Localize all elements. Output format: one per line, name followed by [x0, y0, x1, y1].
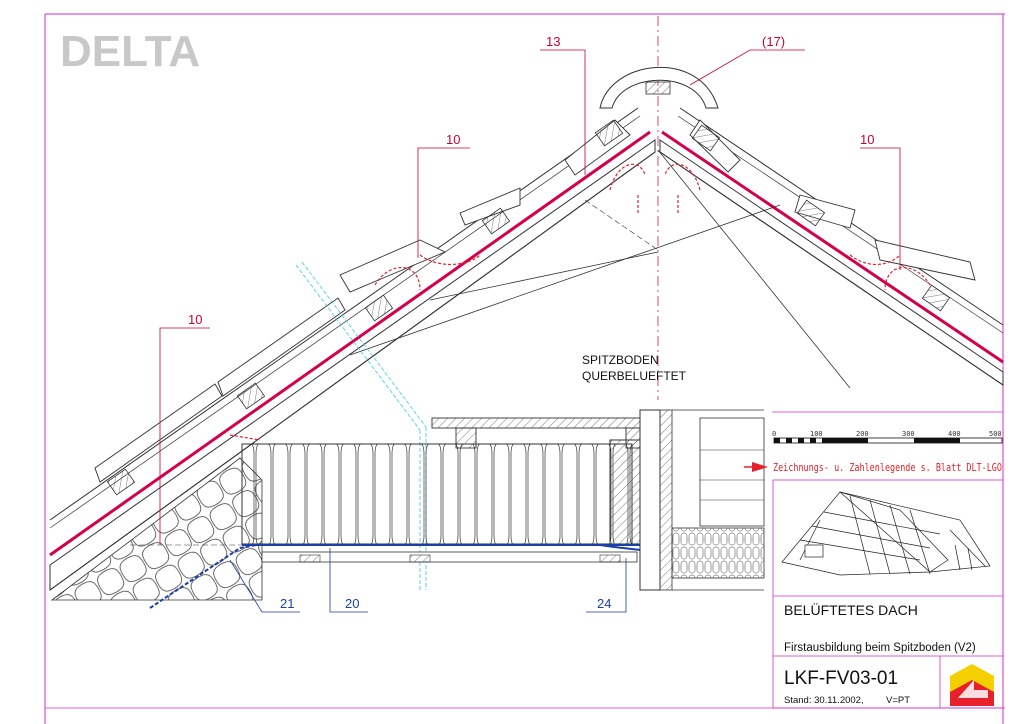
- callout-24: 24: [597, 596, 611, 611]
- callout-13: 13: [546, 34, 560, 49]
- attic-label-line2: QUERBELUEFTET: [582, 369, 687, 383]
- scale-tick-500: 500: [989, 430, 1002, 438]
- scale-tick-400: 400: [948, 430, 961, 438]
- title-category: BELÜFTETES DACH: [784, 601, 918, 618]
- callout-20: 20: [345, 596, 359, 611]
- ceiling-structure: [130, 417, 661, 563]
- callout-10-right: 10: [860, 132, 874, 147]
- title-block-frame: [772, 479, 1004, 709]
- callout-leaders-blue: [229, 548, 627, 613]
- callout-10-mid-left: 10: [446, 132, 460, 147]
- callout-21: 21: [280, 596, 294, 611]
- right-roof-slope: [659, 107, 1004, 386]
- attic-label-line1: SPITZBODEN: [582, 353, 659, 367]
- scale-tick-300: 300: [902, 430, 915, 438]
- scale-tick-200: 200: [856, 430, 869, 438]
- scale-tick-0: 0: [772, 430, 776, 438]
- ventilation-arrows: [229, 163, 931, 441]
- roof-perspective-thumbnail: [781, 491, 991, 576]
- left-roof-slope: [49, 107, 659, 609]
- brand-logo: DELTA: [60, 27, 200, 76]
- drawing-number: LKF-FV03-01: [784, 668, 898, 689]
- callout-17: (17): [762, 34, 785, 49]
- legend-arrow-icon: [752, 462, 768, 472]
- scale-bar: [772, 411, 1003, 444]
- delta-mark-logo: [950, 664, 994, 706]
- date-line: Stand: 30.11.2002,: [784, 695, 864, 706]
- callout-leaders: [159, 49, 901, 545]
- title-subtitle: Firstausbildung beim Spitzboden (V2): [784, 642, 976, 654]
- scale-tick-100: 100: [810, 430, 823, 438]
- callout-10-low-left: 10: [188, 312, 202, 327]
- knee-wall-detail: [639, 409, 765, 591]
- legend-note: Zeichnungs- u. Zahlenlegende s. Blatt DL…: [773, 462, 1002, 474]
- ridge-tile: [599, 66, 719, 109]
- version: V=PT: [886, 695, 910, 706]
- attic-lines: [349, 149, 851, 389]
